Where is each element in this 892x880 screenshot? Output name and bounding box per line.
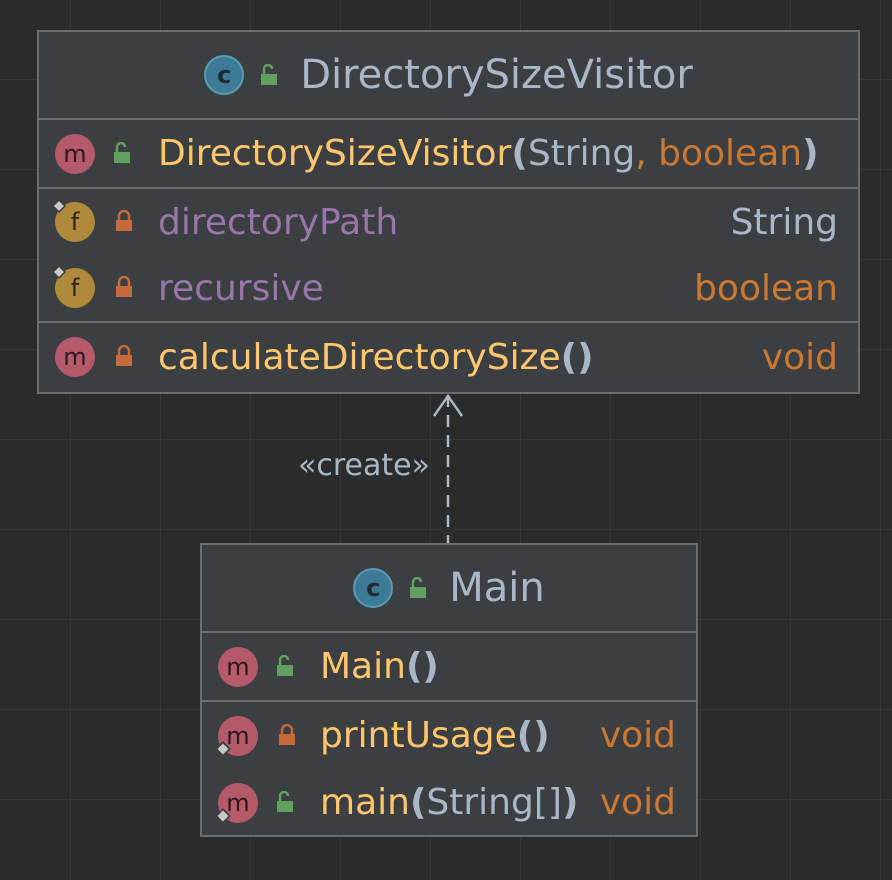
constructor-signature: Main() bbox=[320, 646, 439, 687]
class-icon: c bbox=[204, 55, 245, 95]
method-signature: calculateDirectorySize() bbox=[158, 336, 594, 378]
lock-icon bbox=[116, 210, 132, 231]
field-row[interactable]: f directoryPath String bbox=[39, 189, 858, 255]
static-marker-icon bbox=[215, 741, 231, 757]
field-type: String bbox=[730, 201, 838, 243]
method-row[interactable]: m calculateDirectorySize() void bbox=[39, 323, 858, 391]
method-icon: m bbox=[218, 646, 258, 687]
class-name: DirectorySizeVisitor bbox=[300, 52, 693, 98]
unlocked-icon bbox=[410, 577, 427, 598]
constructor-signature: DirectorySizeVisitor(String, boolean) bbox=[158, 133, 819, 174]
create-stereotype-label: «create» bbox=[298, 448, 430, 483]
class-name: Main bbox=[449, 565, 545, 611]
method-return-type: void bbox=[599, 715, 676, 756]
static-marker-icon bbox=[51, 198, 67, 214]
constructor-row[interactable]: m DirectorySizeVisitor(String, boolean) bbox=[39, 120, 858, 187]
divider bbox=[202, 700, 696, 702]
lock-icon bbox=[116, 345, 132, 366]
method-signature: main(String[]) bbox=[320, 782, 579, 823]
method-signature: printUsage() bbox=[320, 715, 550, 756]
field-name: recursive bbox=[158, 267, 324, 309]
method-row[interactable]: m printUsage() void bbox=[202, 702, 696, 769]
class-header: c DirectorySizeVisitor bbox=[39, 32, 858, 118]
class-box-main[interactable]: c Main m Main() m printUsage() void m bbox=[200, 543, 698, 837]
method-return-type: void bbox=[599, 782, 676, 823]
arrow-head-icon bbox=[432, 393, 464, 417]
unlocked-icon bbox=[261, 64, 278, 85]
unlocked-icon bbox=[114, 142, 130, 163]
unlocked-icon bbox=[277, 655, 293, 676]
method-row[interactable]: m main(String[]) void bbox=[202, 769, 696, 836]
class-box-directory-size-visitor[interactable]: c DirectorySizeVisitor m DirectorySizeVi… bbox=[37, 30, 860, 394]
field-name: directoryPath bbox=[158, 201, 399, 243]
class-header: c Main bbox=[202, 545, 696, 631]
field-type: boolean bbox=[694, 267, 838, 309]
static-marker-icon bbox=[215, 808, 231, 824]
lock-icon bbox=[116, 276, 132, 297]
unlocked-icon bbox=[277, 791, 293, 812]
constructor-row[interactable]: m Main() bbox=[202, 633, 696, 700]
divider bbox=[39, 187, 858, 189]
method-icon: m bbox=[55, 337, 95, 377]
divider bbox=[39, 118, 858, 120]
lock-icon bbox=[279, 724, 295, 745]
divider bbox=[202, 631, 696, 633]
divider bbox=[39, 321, 858, 323]
method-icon: m bbox=[55, 133, 95, 174]
static-marker-icon bbox=[51, 264, 67, 280]
class-icon: c bbox=[353, 568, 394, 608]
method-icon: m bbox=[218, 715, 258, 756]
method-return-type: void bbox=[761, 336, 838, 378]
field-row[interactable]: f recursive boolean bbox=[39, 255, 858, 321]
